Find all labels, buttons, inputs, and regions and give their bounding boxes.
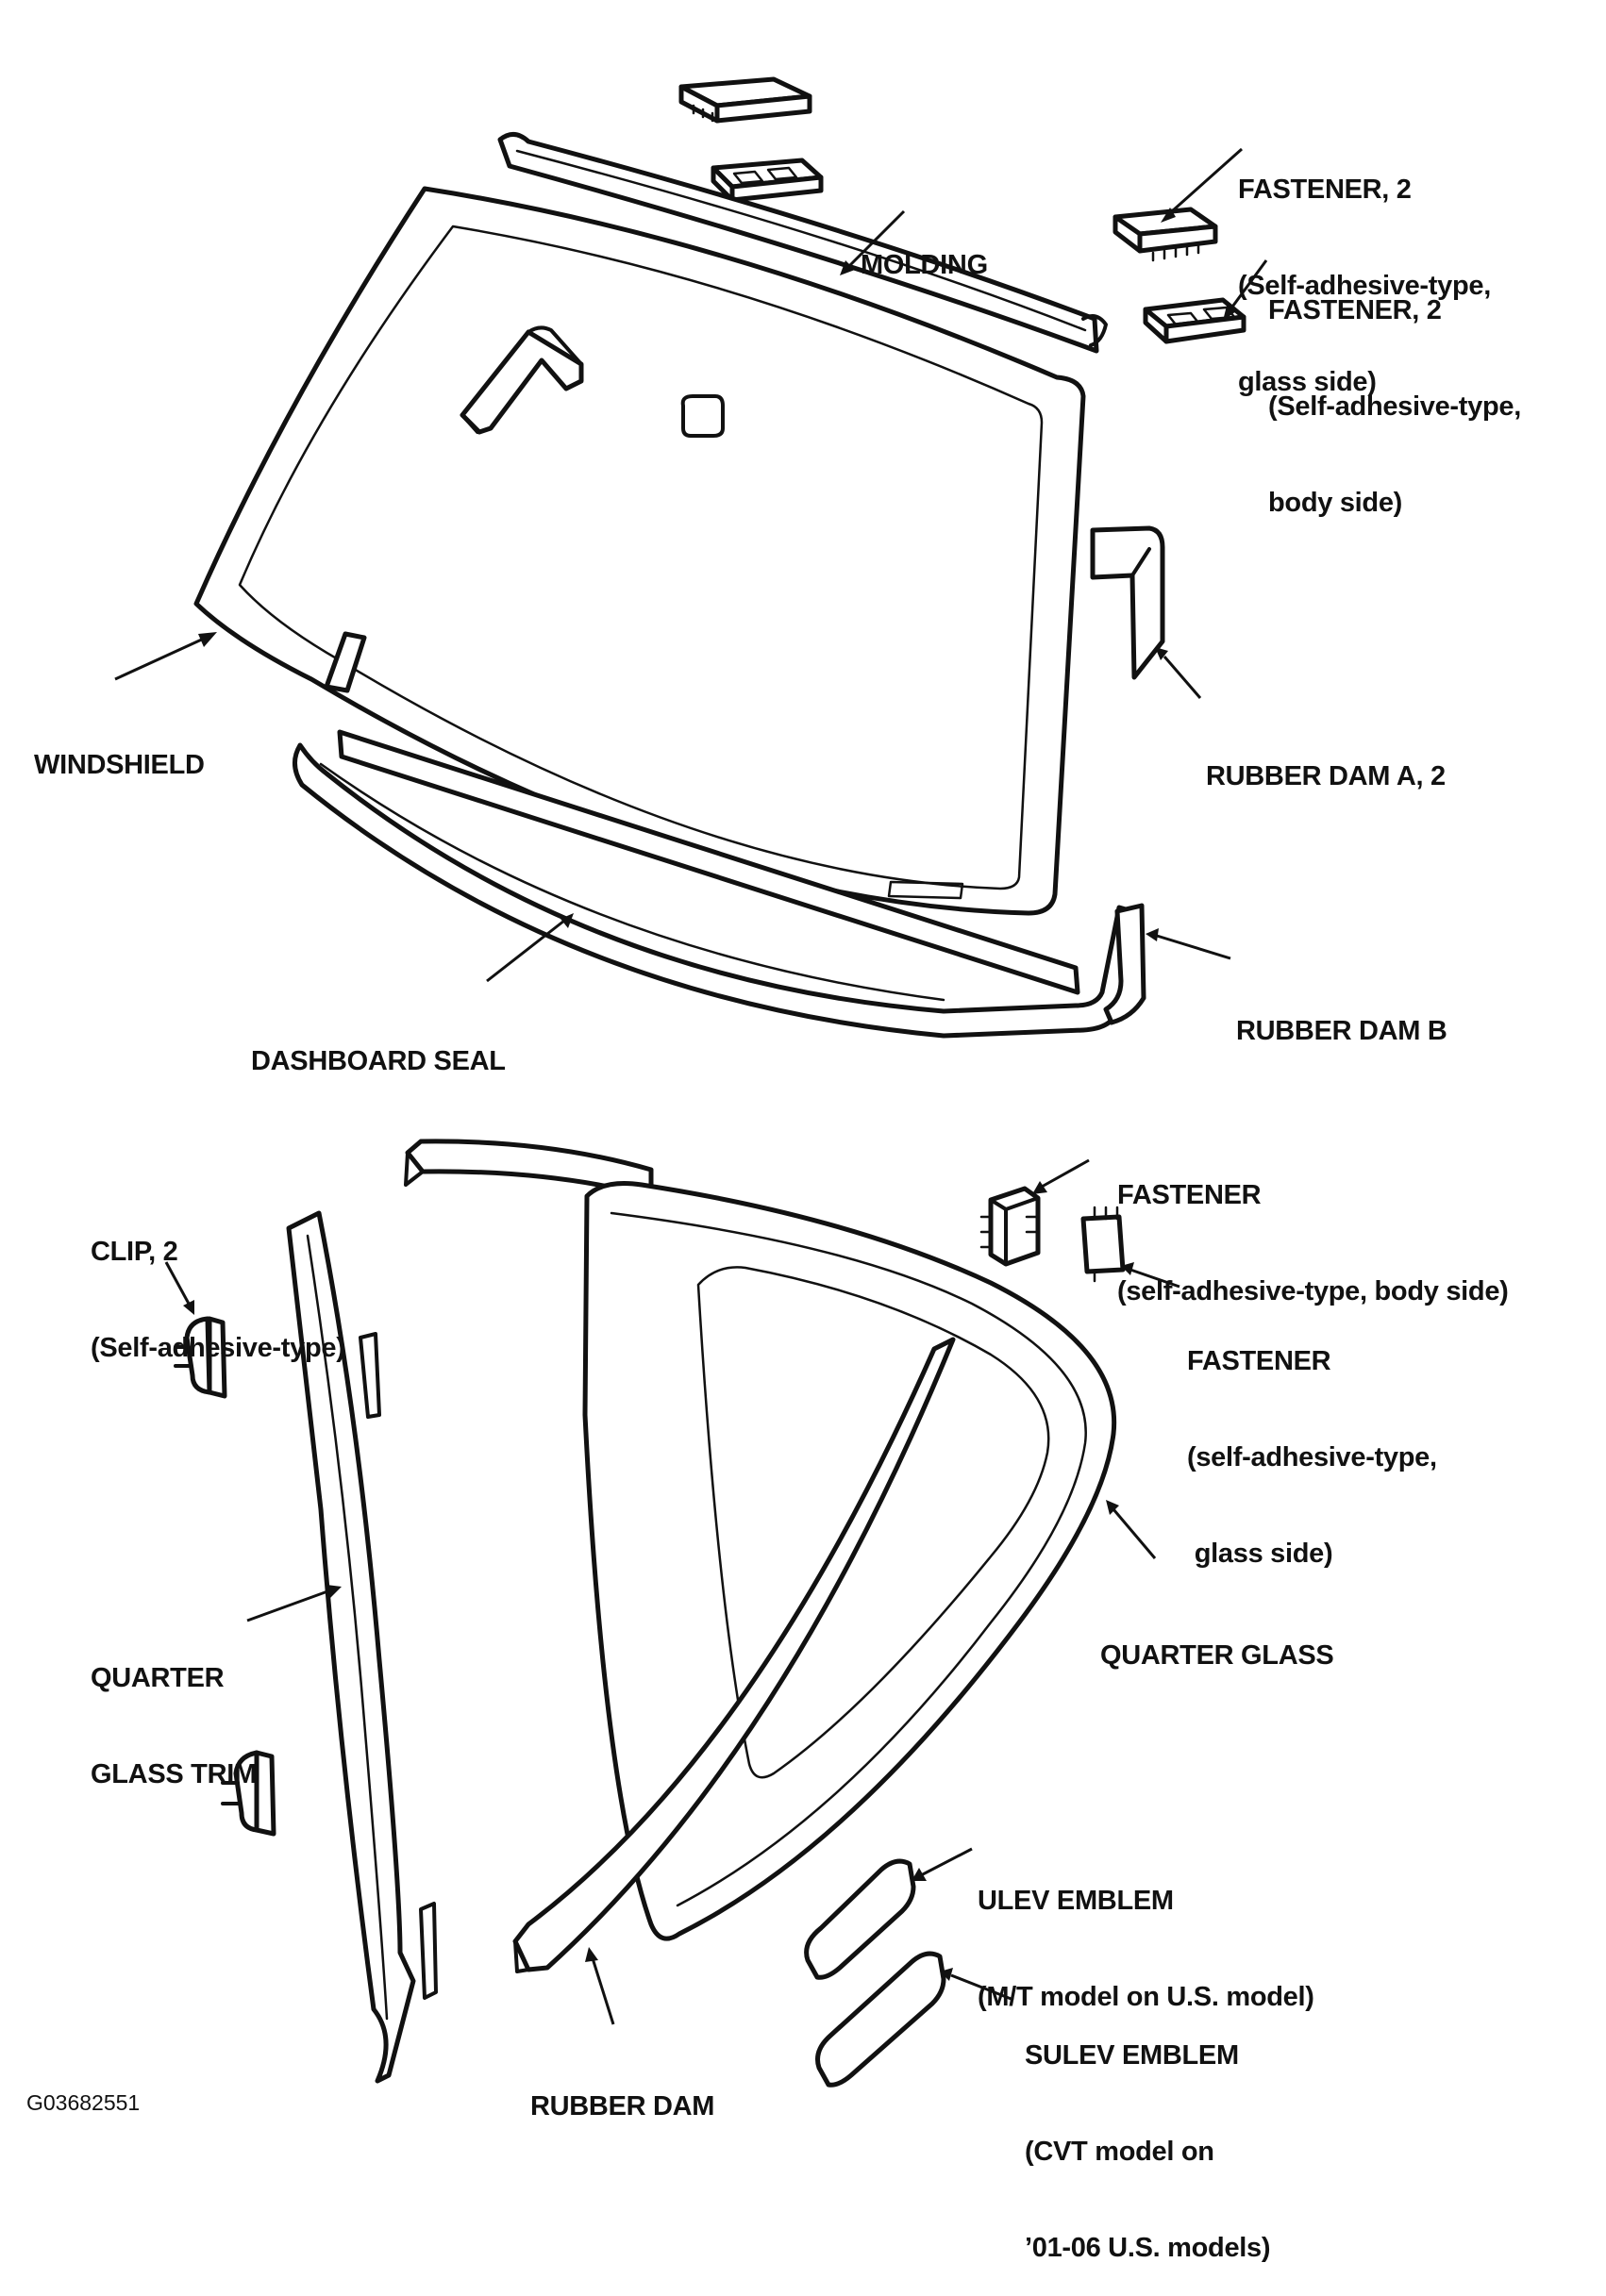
label-windshield: WINDSHIELD: [34, 685, 205, 813]
label-molding: MOLDING: [861, 185, 988, 313]
label-line: FASTENER: [1187, 1346, 1331, 1376]
label-line: GLASS TRIM: [91, 1759, 257, 1789]
windshield-part: [193, 186, 1086, 916]
clip-lower-part: [221, 1750, 276, 1837]
label-line: body side): [1268, 488, 1403, 518]
label-line: ULEV EMBLEM: [978, 1886, 1174, 1916]
label-line: ’01-06 U.S. models): [1025, 2233, 1271, 2263]
label-line: (Self-adhesive-type,: [1268, 391, 1521, 422]
label-quarter-glass: QUARTER GLASS: [1100, 1575, 1334, 1704]
leader-rubber-dam: [585, 1947, 615, 2025]
exploded-parts-drawing: [114, 76, 1268, 2088]
label-line: FASTENER: [1117, 1180, 1262, 1210]
label-line: CLIP, 2: [91, 1237, 178, 1267]
leader-fastener-body-bottom: [1032, 1158, 1090, 1194]
label-dashboard-seal: DASHBOARD SEAL: [251, 981, 506, 1109]
label-line: WINDSHIELD: [34, 750, 205, 780]
fastener-body-side-bottom-part: [979, 1186, 1041, 1267]
fastener-block-top-1: [678, 76, 812, 124]
leader-rubber-dam-b: [1146, 928, 1231, 960]
rubber-dam-upper-strip: [404, 1139, 654, 1199]
label-line: RUBBER DAM A, 2: [1206, 761, 1446, 791]
label-line: RUBBER DAM B: [1236, 1016, 1447, 1046]
clip-upper-part: [174, 1316, 227, 1399]
label-line: (M/T model on U.S. model): [978, 1982, 1314, 2012]
label-line: (CVT model on: [1025, 2137, 1214, 2167]
label-line: QUARTER: [91, 1663, 225, 1693]
leader-windshield: [114, 632, 217, 681]
label-ulev-emblem: ULEV EMBLEM (M/T model on U.S. model): [978, 1821, 1314, 2045]
leader-quarter-glass-trim: [246, 1585, 342, 1622]
rubber-dam-lower-strip: [512, 1337, 956, 1973]
label-line: (self-adhesive-type, body side): [1117, 1276, 1509, 1306]
fastener-body-side-part: [1143, 297, 1246, 344]
label-clip: CLIP, 2 (Self-adhesive-type): [91, 1172, 345, 1396]
leader-molding: [840, 209, 906, 275]
label-line: RUBBER DAM: [530, 2091, 715, 2121]
leader-quarter-glass: [1106, 1500, 1157, 1559]
rubber-dam-a-part: [1090, 525, 1165, 680]
label-sulev-emblem: SULEV EMBLEM (CVT model on ’01-06 U.S. m…: [1025, 1975, 1271, 2296]
sulev-emblem-part: [815, 1951, 946, 2088]
rubber-dam-b-part: [1103, 903, 1146, 1025]
molding-part: [497, 132, 1108, 354]
leader-fastener-glass-top: [1161, 147, 1243, 223]
label-line: DASHBOARD SEAL: [251, 1046, 506, 1076]
fastener-block-top-2: [711, 158, 824, 203]
leader-ulev-emblem: [912, 1847, 973, 1881]
label-line: (Self-adhesive-type): [91, 1333, 345, 1363]
leader-clip: [164, 1261, 194, 1315]
windshield-spacer: [324, 631, 367, 693]
leader-dashboard-seal: [486, 913, 574, 983]
dashboard-seal-part: [293, 729, 1135, 1039]
label-quarter-glass-trim: QUARTER GLASS TRIM: [91, 1598, 257, 1822]
fastener-glass-side-bottom-part: [1080, 1206, 1126, 1283]
figure-code: G03682551: [26, 2090, 141, 2115]
ulev-emblem-part: [804, 1858, 916, 1980]
label-line: FASTENER, 2: [1268, 295, 1442, 325]
leader-fastener-body-top: [1223, 259, 1268, 321]
label-line: glass side): [1238, 367, 1377, 397]
label-line: (self-adhesive-type,: [1187, 1442, 1437, 1472]
label-line: SULEV EMBLEM: [1025, 2040, 1239, 2071]
label-line: glass side): [1187, 1539, 1333, 1569]
label-rubber-dam-a: RUBBER DAM A, 2: [1206, 696, 1446, 824]
fastener-glass-side-part: [1112, 207, 1218, 262]
windshield-bracket: [460, 325, 584, 435]
quarter-glass-trim-part: [286, 1210, 438, 2084]
label-line: MOLDING: [861, 250, 988, 280]
label-fastener-body-side-top: FASTENER, 2 (Self-adhesive-type, body si…: [1268, 230, 1521, 551]
label-line: (Self-adhesive-type,: [1238, 271, 1491, 301]
label-line: FASTENER, 2: [1238, 175, 1412, 205]
label-rubber-dam: RUBBER DAM: [530, 2026, 714, 2155]
leader-sulev-emblem: [940, 1968, 1014, 2002]
label-fastener-glass-side-top: FASTENER, 2 (Self-adhesive-type, glass s…: [1238, 109, 1491, 430]
diagram-canvas: FASTENER, 2 (Self-adhesive-type, glass s…: [26, 76, 1522, 2263]
label-fastener-glass-side-bottom: FASTENER (self-adhesive-type, glass side…: [1187, 1281, 1437, 1602]
leader-fastener-glass-bottom: [1121, 1262, 1180, 1289]
leader-rubber-dam-a: [1155, 647, 1202, 699]
label-rubber-dam-b: RUBBER DAM B: [1236, 951, 1447, 1079]
label-line: QUARTER GLASS: [1100, 1640, 1334, 1671]
label-fastener-body-side-bottom: FASTENER (self-adhesive-type, body side): [1117, 1115, 1509, 1339]
